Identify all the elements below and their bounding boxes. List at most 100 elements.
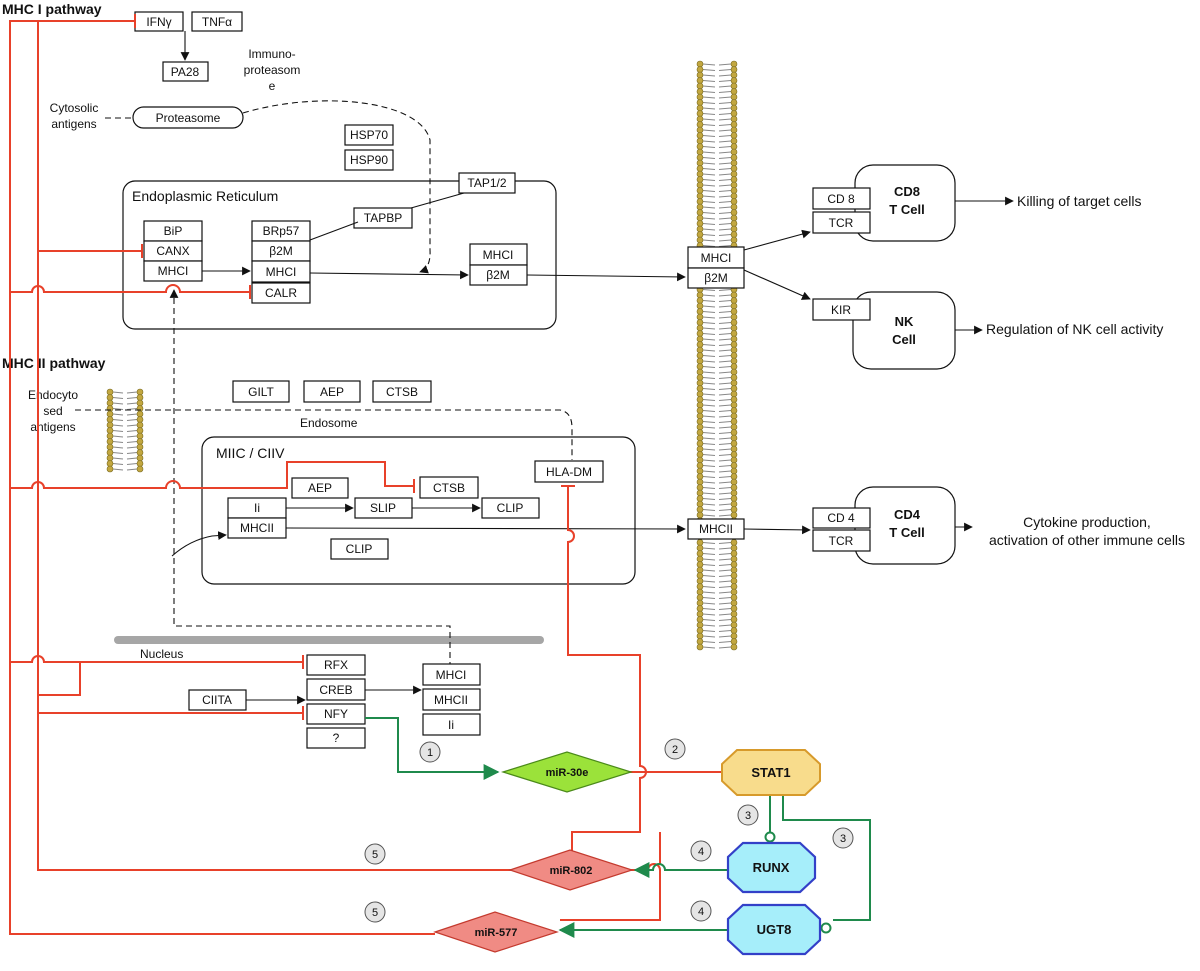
mhc2-pathway-header: MHC II pathway <box>2 355 106 371</box>
cd4-output-label-1: Cytokine production, <box>1023 514 1151 530</box>
hsp90-box <box>344 149 394 171</box>
hsp70-box <box>344 124 394 146</box>
ifng-label: IFNγ <box>146 15 171 29</box>
mir-30e-node <box>500 751 634 793</box>
clip-right-label: CLIP <box>497 501 524 515</box>
cd4-tcr-box <box>812 529 871 552</box>
hla-dm-box <box>534 460 604 483</box>
stat1-node <box>721 749 821 796</box>
activation-lines <box>365 717 871 938</box>
er-to-membrane-arrow <box>526 272 686 282</box>
unknown-factor-label: ? <box>333 731 340 745</box>
proteasome-label: Proteasome <box>156 111 221 125</box>
er-mhci-2-label: MHCI <box>266 265 297 279</box>
miic-ctsb-label: CTSB <box>433 481 465 495</box>
nfy-label: NFY <box>324 707 348 721</box>
step-badge-2: 2 <box>672 744 678 756</box>
runx-node <box>726 841 817 894</box>
creb-label: CREB <box>319 683 352 697</box>
clip-bottom-box <box>330 538 389 560</box>
cd8-tcr-box <box>812 211 871 234</box>
mir-802-node <box>508 849 634 891</box>
nfy-box <box>306 703 366 725</box>
membrane-mhcii-label: MHCII <box>699 522 733 536</box>
ciita-label: CIITA <box>202 693 232 707</box>
inhibition-lines <box>9 14 723 935</box>
mhcii-to-membrane-arrow <box>285 524 686 534</box>
step-badge-4b: 4 <box>698 906 704 918</box>
step-badge-3a: 3 <box>745 810 751 822</box>
nk-output-label: Regulation of NK cell activity <box>986 321 1163 337</box>
mir-577-label: miR-577 <box>475 927 518 939</box>
step-badge-5b: 5 <box>372 907 378 919</box>
proteasome-box <box>132 106 244 129</box>
miic-aep-label: AEP <box>308 481 332 495</box>
immunoproteasome-label-1: Immuno- <box>248 47 295 61</box>
mir-802-label: miR-802 <box>550 865 593 877</box>
tapbp-box <box>353 207 413 229</box>
brp57-label: BRp57 <box>263 224 300 238</box>
cd8-cell-line2: T Cell <box>889 202 924 217</box>
step-badges: 1 2 3 3 4 4 5 5 <box>364 738 854 923</box>
tnfa-label: TNFα <box>202 15 232 29</box>
unknown-factor-box <box>306 727 366 749</box>
membrane-b2m-box <box>687 267 745 289</box>
nuclear-export-path <box>169 289 451 668</box>
endocytosis-path <box>75 409 573 460</box>
membrane-mhci-label: MHCI <box>701 251 732 265</box>
cd8-receptor-box <box>812 187 871 210</box>
mir-577-node <box>433 911 559 953</box>
cytosolic-antigens-label-1: Cytosolic <box>50 101 99 115</box>
step-badge-3b: 3 <box>840 833 846 845</box>
bip-label: BiP <box>164 224 183 238</box>
pa28-box <box>162 61 209 82</box>
cd8-receptor-label: CD 8 <box>827 192 855 206</box>
endosome-label: Endosome <box>300 416 358 430</box>
mhcii-entry-arrow <box>171 531 227 557</box>
endocytosed-antigens-label-1: Endocyto <box>28 388 78 402</box>
cd4-output-label-2: activation of other immune cells <box>989 532 1185 548</box>
peptide-transport-path <box>242 100 431 274</box>
cd8-cell-line1: CD8 <box>894 184 920 199</box>
kir-box <box>812 298 871 321</box>
ugt8-label: UGT8 <box>757 922 792 937</box>
clip-bottom-label: CLIP <box>346 542 373 556</box>
hla-dm-label: HLA-DM <box>546 465 592 479</box>
nk-cell-line1: NK <box>895 314 914 329</box>
kir-label: KIR <box>831 303 851 317</box>
tapbp-label: TAPBP <box>364 211 402 225</box>
pa28-label: PA28 <box>171 65 200 79</box>
miic-mhcii-label: MHCII <box>240 521 274 535</box>
gilt-label: GILT <box>248 385 274 399</box>
cd4-cell-line1: CD4 <box>894 507 921 522</box>
calr-box <box>251 282 311 304</box>
cd4-cell-line2: T Cell <box>889 525 924 540</box>
ii-label: Ii <box>254 501 260 515</box>
aep-label: AEP <box>320 385 344 399</box>
mhci-to-cd8-arrow <box>743 229 811 251</box>
stat1-label: STAT1 <box>751 765 790 780</box>
endocytosed-antigens-label-2: sed <box>43 404 62 418</box>
ugt8-node <box>726 903 822 956</box>
aep-box <box>303 380 361 403</box>
step-badge-5a: 5 <box>372 849 378 861</box>
membrane-b2m-label: β2M <box>704 271 728 285</box>
miic-title: MIIC / CIIV <box>216 445 285 461</box>
er-b2m-label: β2M <box>269 244 293 258</box>
cd4-tcr-label: TCR <box>829 534 854 548</box>
gene-mhci-label: MHCI <box>436 668 467 682</box>
nucleus-label: Nucleus <box>140 647 183 661</box>
miic-container <box>201 436 636 585</box>
er-arrow-to-complex <box>309 270 469 280</box>
rfx-label: RFX <box>324 658 348 672</box>
calr-label: CALR <box>265 286 297 300</box>
hsp70-label: HSP70 <box>350 128 388 142</box>
er-complex-mhci-label: MHCI <box>483 248 514 262</box>
immunoproteasome-label-2: proteasom <box>244 63 301 77</box>
gene-mhcii-label: MHCII <box>434 693 468 707</box>
step-badge-1: 1 <box>427 747 433 759</box>
gene-ii-label: Ii <box>448 718 454 732</box>
step-badge-4a: 4 <box>698 846 704 858</box>
gene-mhci-box <box>422 663 481 686</box>
cd4-receptor-label: CD 4 <box>827 511 855 525</box>
